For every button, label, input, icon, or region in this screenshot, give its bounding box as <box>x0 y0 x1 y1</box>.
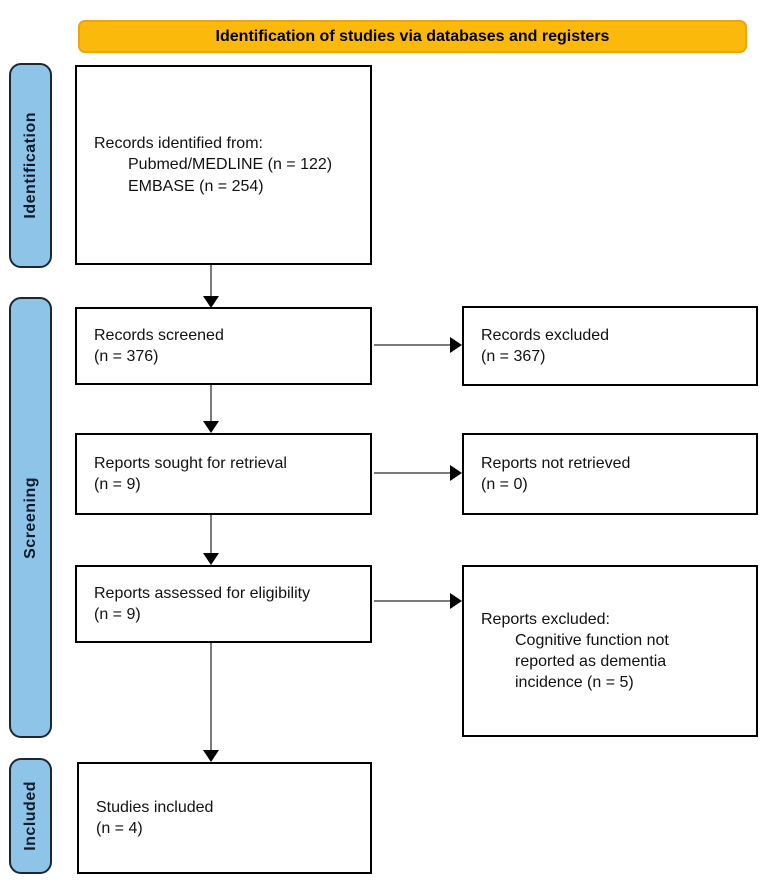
reports-excluded-title: Reports excluded: <box>481 610 610 628</box>
connector-sought-to-not-retrieved <box>374 472 452 474</box>
stage-bar-identification: Identification <box>9 63 52 268</box>
reports-not-retrieved-count: (n = 0) <box>481 476 528 493</box>
reports-excluded-reason-line1: Cognitive function not <box>515 631 669 649</box>
stage-bar-screening: Screening <box>9 297 52 738</box>
records-identified-title: Records identified from: <box>94 135 263 153</box>
box-reports-not-retrieved: Reports not retrieved (n = 0) <box>462 433 758 515</box>
reports-not-retrieved-label: Reports not retrieved <box>481 454 631 472</box>
connector-identified-to-screened <box>210 265 212 298</box>
stage-label-screening: Screening <box>21 476 39 559</box>
records-excluded-label: Records excluded <box>481 326 610 344</box>
stage-bar-included: Included <box>9 758 52 874</box>
records-identified-source-embase: EMBASE (n = 254) <box>128 177 264 195</box>
connector-assessed-to-included <box>210 643 212 751</box>
records-identified-source-pubmed: Pubmed/MEDLINE (n = 122) <box>128 156 333 174</box>
records-screened-label: Records screened <box>94 326 224 344</box>
box-reports-sought: Reports sought for retrieval (n = 9) <box>75 433 372 515</box>
reports-assessed-label: Reports assessed for eligibility <box>94 584 311 602</box>
stage-label-included: Included <box>21 781 39 851</box>
arrow-right-icon <box>450 465 462 481</box>
header-banner: Identification of studies via databases … <box>78 20 747 53</box>
stage-label-identification: Identification <box>21 112 39 219</box>
box-reports-assessed: Reports assessed for eligibility (n = 9) <box>75 565 372 643</box>
box-studies-included: Studies included (n = 4) <box>77 762 372 874</box>
reports-assessed-count: (n = 9) <box>94 606 141 623</box>
header-banner-label: Identification of studies via databases … <box>215 27 610 45</box>
box-reports-excluded: Reports excluded: Cognitive function not… <box>462 565 758 737</box>
reports-sought-label: Reports sought for retrieval <box>94 454 287 472</box>
reports-excluded-reason-line2: reported as dementia <box>515 653 667 670</box>
records-excluded-count: (n = 367) <box>481 348 546 365</box>
connector-screened-to-excluded <box>374 344 452 346</box>
reports-excluded-reason-line3: incidence (n = 5) <box>515 674 634 692</box>
studies-included-label: Studies included <box>96 798 214 816</box>
box-records-excluded: Records excluded (n = 367) <box>462 306 758 386</box>
arrow-right-icon <box>450 337 462 353</box>
connector-screened-to-sought <box>210 385 212 423</box>
arrow-down-icon <box>203 421 219 433</box>
connector-sought-to-assessed <box>210 515 212 555</box>
records-screened-count: (n = 376) <box>94 348 159 365</box>
box-records-screened: Records screened (n = 376) <box>75 307 372 385</box>
arrow-down-icon <box>203 296 219 308</box>
arrow-down-icon <box>203 553 219 565</box>
reports-sought-count: (n = 9) <box>94 476 141 493</box>
arrow-right-icon <box>450 593 462 609</box>
arrow-down-icon <box>203 750 219 762</box>
studies-included-count: (n = 4) <box>96 820 143 837</box>
connector-assessed-to-excluded <box>374 600 452 602</box>
box-records-identified: Records identified from: Pubmed/MEDLINE … <box>75 65 372 265</box>
